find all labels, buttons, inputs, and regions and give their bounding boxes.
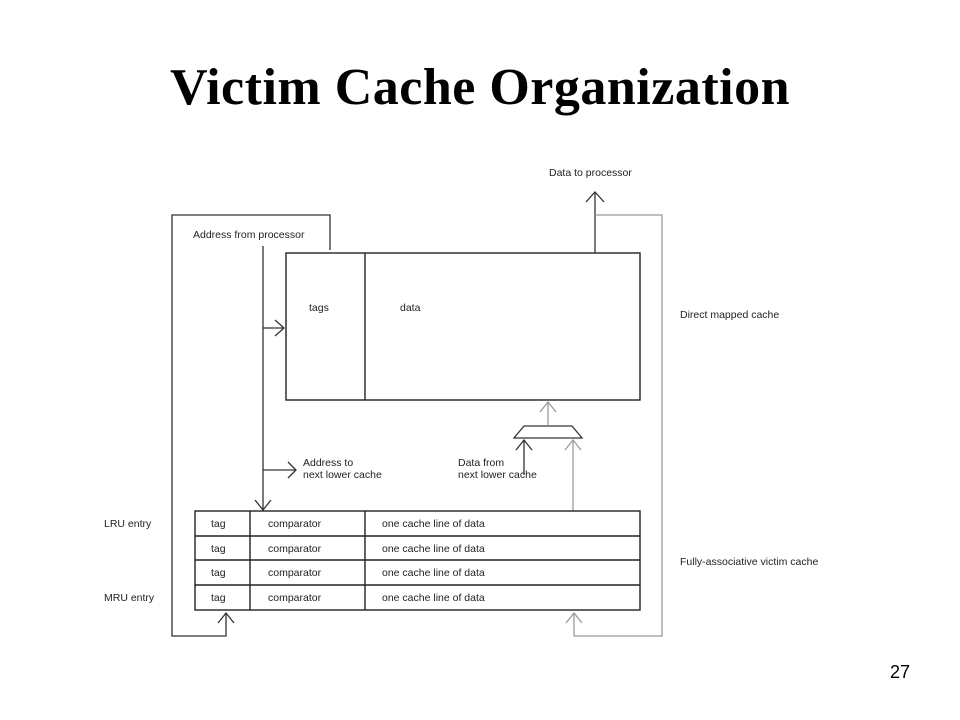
mru-entry-label: MRU entry (104, 592, 155, 604)
victim-row-2-tag: tag (211, 543, 226, 555)
mux-to-cache-arrow-head (539, 400, 557, 413)
direct-mapped-cache-box (285, 252, 641, 401)
address-to-lower-arrow-head (287, 461, 297, 479)
slide-title: Victim Cache Organization (169, 59, 791, 116)
victim-row-2-line: one cache line of data (382, 543, 485, 555)
address-to-lower-label-2: next lower cache (303, 469, 382, 481)
victim-cache-label: Fully-associative victim cache (680, 556, 818, 568)
victim-in-arrow-head (565, 611, 583, 624)
tags-in-arrow-head (274, 319, 285, 337)
lru-entry-label: LRU entry (104, 518, 152, 530)
victim-row-3-comparator: comparator (268, 567, 322, 579)
victim-to-mux-arrow-head (564, 438, 582, 451)
data-label: data (400, 302, 421, 314)
address-to-lower-label-1: Address to (303, 457, 353, 469)
tags-label: tags (309, 302, 329, 314)
victim-row-4-tag: tag (211, 592, 226, 604)
direct-mapped-cache-label: Direct mapped cache (680, 309, 779, 321)
data-to-processor-label: Data to processor (549, 167, 632, 179)
address-from-processor-label: Address from processor (193, 229, 305, 241)
data-from-lower-label-2: next lower cache (458, 469, 537, 481)
victim-row-1-line: one cache line of data (382, 518, 485, 530)
data-from-lower-label-1: Data from (458, 457, 504, 469)
victim-to-processor-loop (573, 214, 663, 637)
victim-row-2-comparator: comparator (268, 543, 322, 555)
address-loop-line (171, 214, 331, 637)
victim-row-3-tag: tag (211, 567, 226, 579)
address-down-arrow-head (254, 499, 272, 512)
victim-row-4-line: one cache line of data (382, 592, 485, 604)
data-mux (512, 425, 584, 439)
victim-row-3-line: one cache line of data (382, 567, 485, 579)
mru-in-arrow-head (217, 611, 235, 624)
page-number: 27 (889, 662, 910, 682)
data-to-processor-arrow-head (585, 191, 605, 203)
victim-row-1-comparator: comparator (268, 518, 322, 530)
victim-row-4-comparator: comparator (268, 592, 322, 604)
victim-row-1-tag: tag (211, 518, 226, 530)
data-from-lower-arrow-head (515, 438, 533, 451)
